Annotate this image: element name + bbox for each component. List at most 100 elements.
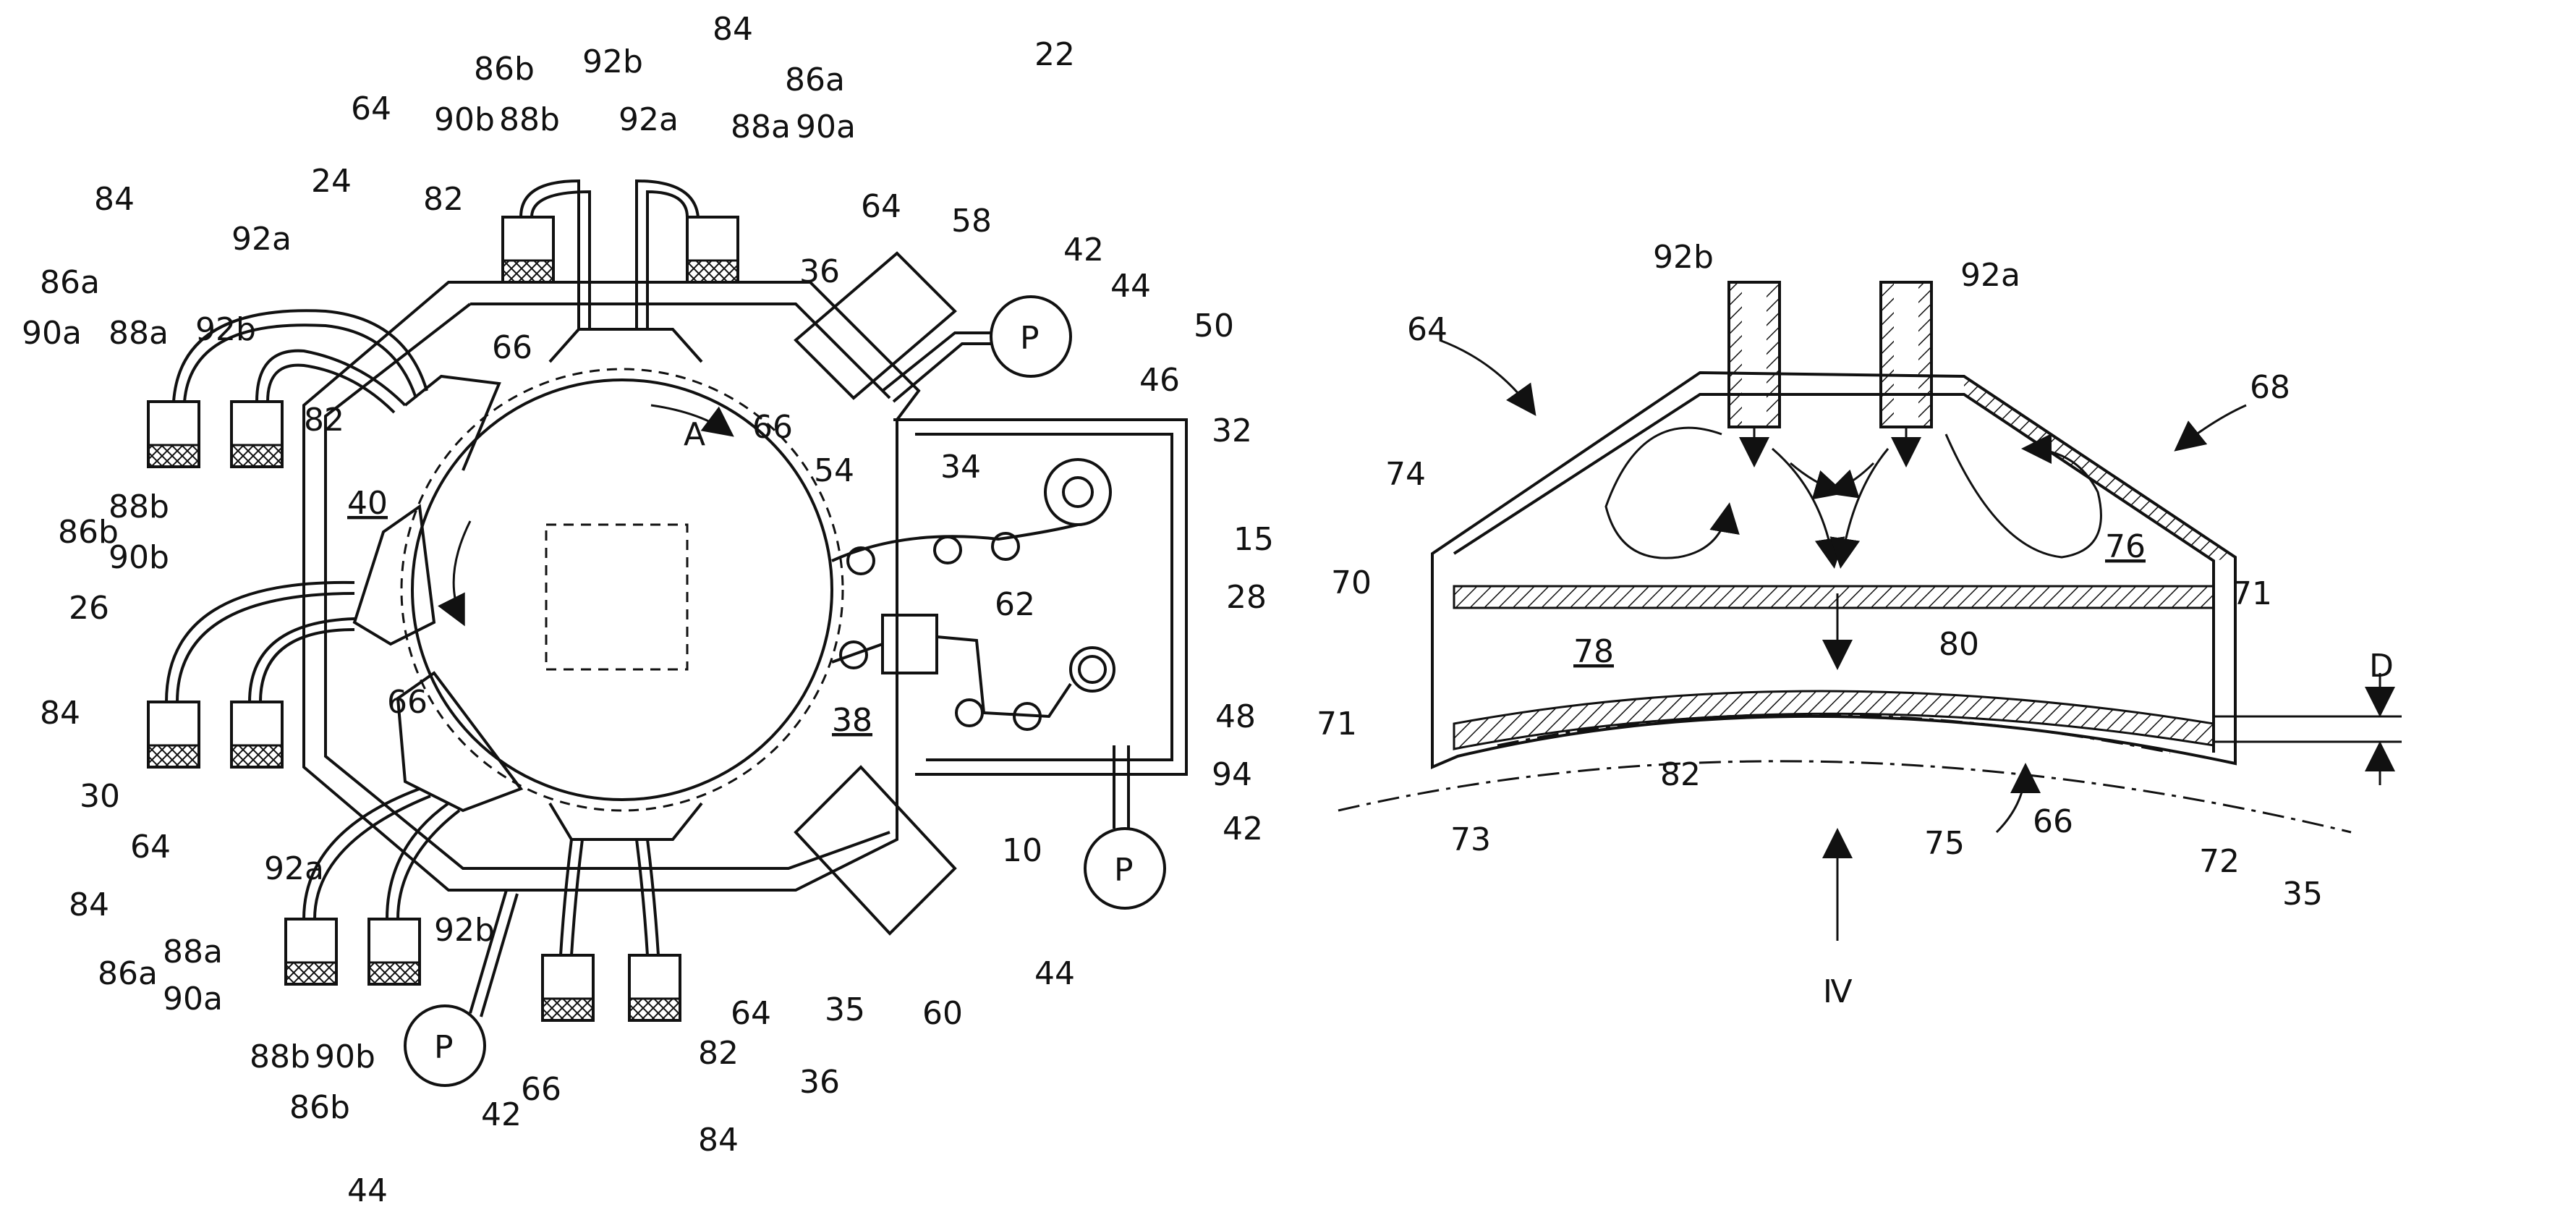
ref-label-36-a: 36 <box>799 253 840 290</box>
cartridge-88a-top-hatch <box>687 261 738 282</box>
ref-label-90b-left: 90b <box>109 539 169 576</box>
ref-label-80: 80 <box>1939 626 1979 663</box>
ref-label-84-bot2: 84 <box>698 1122 739 1159</box>
drum-center-box <box>546 525 687 669</box>
right-figure: 92b92a646874707180D71826673757235Ⅳ7678 <box>1317 239 2402 1010</box>
ref-label-90b-bot: 90b <box>315 1038 375 1075</box>
ref-label-34: 34 <box>940 449 981 486</box>
right-labels: 92b92a646874707180D71826673757235Ⅳ7678 <box>1317 239 2394 1010</box>
ref-label-82-b: 82 <box>304 402 344 439</box>
ref-label-84-bot: 84 <box>69 886 109 923</box>
ref-label-44-b: 44 <box>1034 955 1075 992</box>
ref-label-50: 50 <box>1194 308 1234 344</box>
ref-label-64-b: 64 <box>861 188 901 225</box>
ref-label-36-b: 36 <box>799 1064 840 1101</box>
tube-92a-top <box>637 181 698 329</box>
ref-label-42-b: 42 <box>1223 811 1263 847</box>
ref-label-66-a: 66 <box>492 329 532 366</box>
ref-label-44-a: 44 <box>1110 268 1151 305</box>
ref-label-90a-bot: 90a <box>163 981 223 1017</box>
ref-label-64-r: 64 <box>1407 311 1448 348</box>
ref-label-86a-bot: 86a <box>98 955 158 992</box>
ref-label-76: 76 <box>2105 528 2146 565</box>
unit-62 <box>883 615 937 673</box>
ref-label-92b-left: 92b <box>195 311 256 348</box>
tube-92b-top <box>521 181 590 329</box>
hood-hatch-right <box>1964 376 2235 561</box>
ref-label-88a-bot: 88a <box>163 934 223 970</box>
ref-label-71-right: 71 <box>2232 575 2272 612</box>
ref-label-82-r: 82 <box>1660 756 1701 793</box>
ref-label-82-c: 82 <box>698 1035 739 1072</box>
ref-label-84-left: 84 <box>94 181 135 218</box>
ref-label-88a-left: 88a <box>109 315 169 352</box>
rotation-arrow <box>454 521 470 622</box>
ref-label-75: 75 <box>1924 825 1965 862</box>
ref-label-64-d: 64 <box>731 995 771 1032</box>
tubes-bot-left <box>304 789 459 919</box>
ref-label-28: 28 <box>1226 579 1267 616</box>
ref-label-90b-top: 90b <box>434 101 495 138</box>
top-chamber <box>550 329 702 362</box>
ref-label-15: 15 <box>1233 521 1274 558</box>
ref-label-92b-top: 92b <box>582 43 643 80</box>
left-top-chamber <box>405 376 499 470</box>
ref-label-86b-top: 86b <box>474 51 535 88</box>
ref-label-78: 78 <box>1573 633 1614 670</box>
ref-label-92a-r: 92a <box>1960 257 2020 294</box>
ref-label-22: 22 <box>1034 36 1075 73</box>
ref-label-88a-top: 88a <box>731 109 791 145</box>
ref-label-42-a: 42 <box>1063 232 1104 268</box>
ref-label-88b-top: 88b <box>499 101 560 138</box>
ref-label-64-c: 64 <box>130 829 171 866</box>
ref-label-44-c: 44 <box>347 1172 388 1209</box>
ref-label-58: 58 <box>951 203 992 240</box>
ref-label-92a-left: 92a <box>231 221 292 258</box>
ref-label-30: 30 <box>80 778 120 815</box>
ref-label-IV: Ⅳ <box>1823 973 1853 1010</box>
ref-label-62: 62 <box>995 586 1035 623</box>
plate-82 <box>1454 691 2214 749</box>
ref-label-90a-top: 90a <box>796 109 856 145</box>
ref-label-60: 60 <box>922 995 963 1032</box>
ref-label-66-c: 66 <box>387 684 428 721</box>
roller-50 <box>1045 460 1110 525</box>
cartridge-90b-top-hatch <box>503 261 553 282</box>
ref-label-88b-left: 88b <box>109 488 169 525</box>
ref-label-92b-r: 92b <box>1653 239 1714 276</box>
ref-label-32: 32 <box>1212 412 1252 449</box>
ref-label-40: 40 <box>347 485 388 522</box>
pump-label-top: P <box>1020 320 1040 357</box>
ref-label-90a-left: 90a <box>22 315 82 352</box>
tubes-bot <box>561 839 658 955</box>
ref-label-71-left: 71 <box>1317 706 1357 742</box>
ref-label-84-mid: 84 <box>40 695 80 732</box>
ref-label-26: 26 <box>69 590 109 627</box>
ref-label-35-r: 35 <box>2282 876 2323 913</box>
ref-label-66-r: 66 <box>2033 803 2073 840</box>
bot-chamber <box>550 803 702 839</box>
ref-label-92a-bot: 92a <box>264 850 324 887</box>
ref-label-82-a: 82 <box>423 181 464 218</box>
pump-label-bot: P <box>434 1029 454 1066</box>
left-mid-chamber <box>354 507 434 644</box>
ref-label-66-d: 66 <box>521 1071 561 1108</box>
ref-label-A: A <box>684 416 705 453</box>
ref-label-54: 54 <box>814 452 854 489</box>
ref-label-64-a: 64 <box>351 90 391 127</box>
roller-46 <box>1063 478 1092 507</box>
ref-label-38u: 38 <box>832 702 872 739</box>
ref-label-46: 46 <box>1139 362 1180 399</box>
ref-label-84-top: 84 <box>713 11 753 48</box>
ref-label-42-c: 42 <box>481 1096 522 1133</box>
ref-label-92b-bot: 92b <box>434 912 495 949</box>
ref-label-94: 94 <box>1212 756 1252 793</box>
ref-label-66-b: 66 <box>752 409 793 446</box>
vortex-left <box>1606 428 1729 558</box>
ref-label-86b-bot: 86b <box>289 1089 350 1126</box>
ref-label-88b-bot: 88b <box>250 1038 310 1075</box>
pump-label-right: P <box>1114 852 1134 889</box>
ref-label-74: 74 <box>1385 456 1426 493</box>
partition-74 <box>1454 586 2214 608</box>
